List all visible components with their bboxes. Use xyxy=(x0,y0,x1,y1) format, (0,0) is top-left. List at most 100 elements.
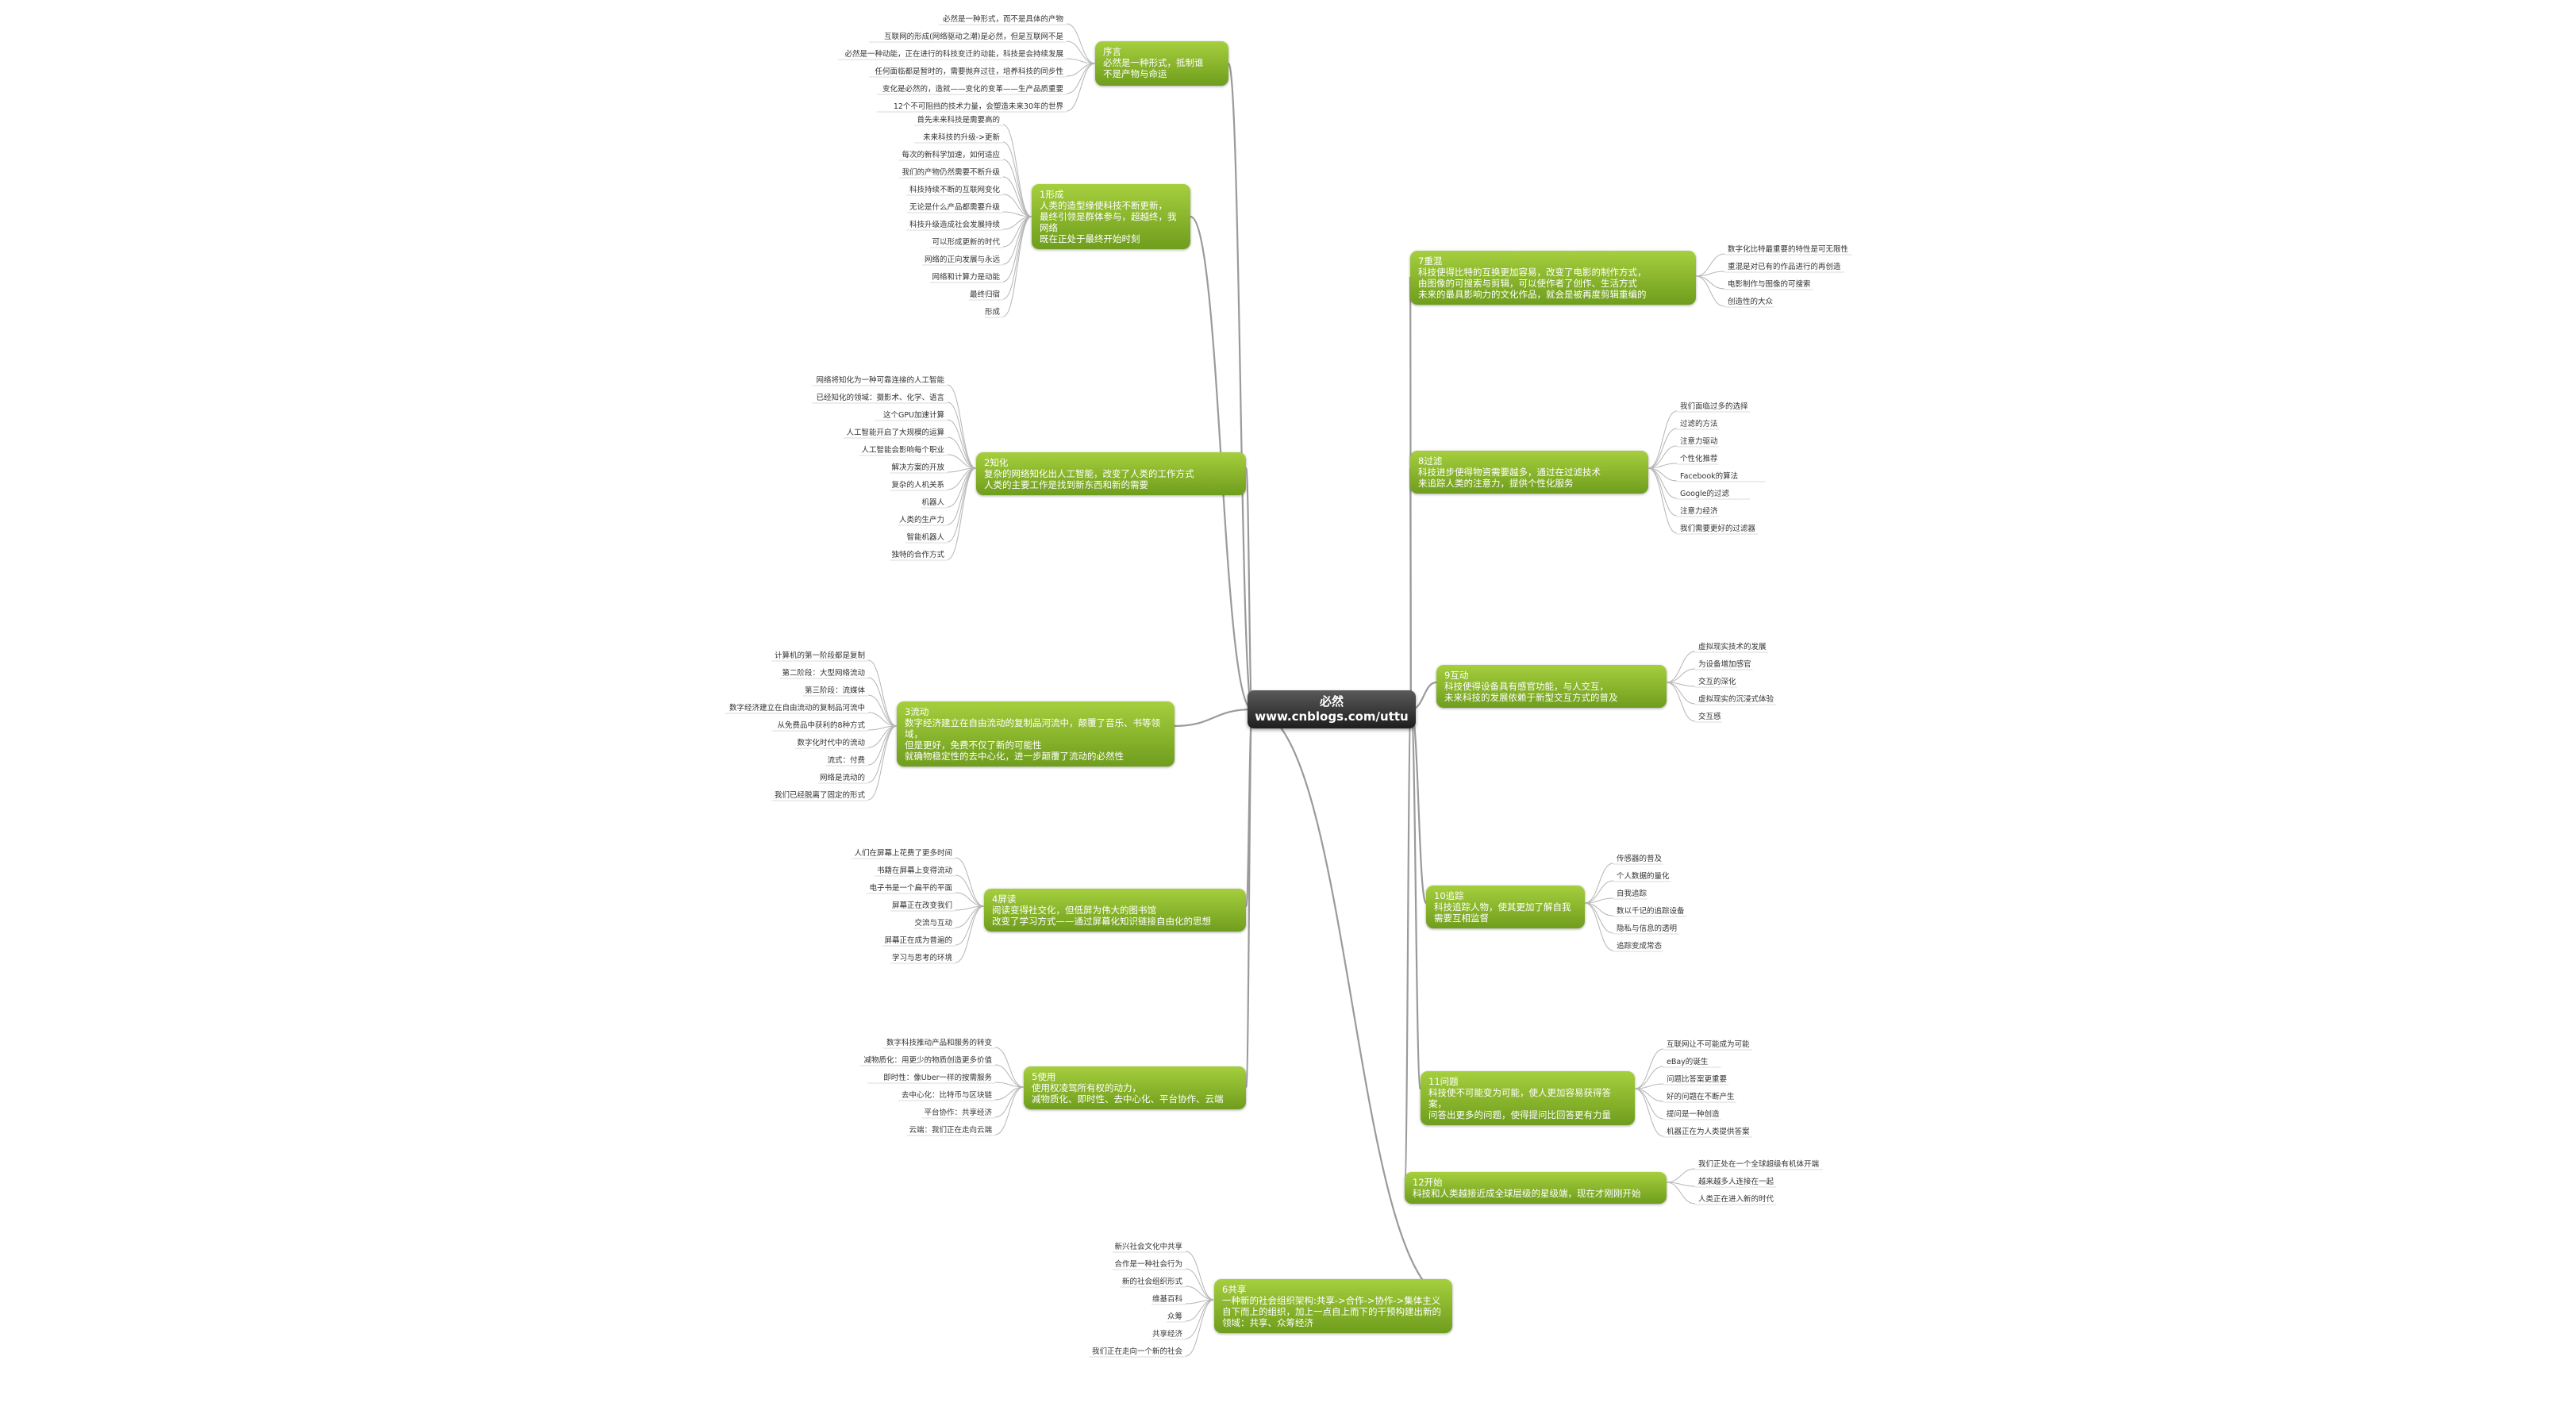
leaf-filtering[interactable]: 我们面临过多的选择 xyxy=(1680,402,1748,411)
central-topic[interactable]: 必然 www.cnblogs.com/uttu xyxy=(1248,690,1416,728)
leaf-interacting[interactable]: 交互感 xyxy=(1698,713,1721,721)
leaf-becoming[interactable]: 科技持续不断的互联网变化 xyxy=(909,186,1000,194)
leaf-becoming[interactable]: 未来科技的升级->更新 xyxy=(923,133,1000,142)
leaf-filtering[interactable]: Google的过滤 xyxy=(1680,490,1730,498)
topic-accessing[interactable]: 5使用使用权凌驾所有权的动力，减物质化、即时性、去中心化、平台协作、云端 xyxy=(1024,1066,1246,1109)
leaf-preface[interactable]: 任何面临都是暂时的，需要抛弃过往，培养科技的同步性 xyxy=(875,67,1063,76)
leaf-tracking[interactable]: 传感器的普及 xyxy=(1617,855,1663,863)
leaf-cognifying[interactable]: 人工智能开启了大规模的运算 xyxy=(846,428,944,437)
leaf-becoming[interactable]: 网络和计算力是动能 xyxy=(932,273,1000,282)
leaf-remixing[interactable]: 创造性的大众 xyxy=(1728,298,1774,306)
leaf-becoming[interactable]: 无论是什么产品都需要升级 xyxy=(909,203,1000,212)
leaf-accessing[interactable]: 平台协作：共享经济 xyxy=(924,1109,992,1117)
leaf-questioning[interactable]: 好的问题在不断产生 xyxy=(1667,1093,1735,1101)
leaf-becoming[interactable]: 科技升级造成社会发展持续 xyxy=(909,221,1000,229)
leaf-sharing[interactable]: 合作是一种社会行为 xyxy=(1114,1260,1182,1269)
leaf-flowing[interactable]: 网络是流动的 xyxy=(819,774,865,782)
leaf-questioning[interactable]: 机器正在为人类提供答案 xyxy=(1667,1128,1750,1136)
leaf-remixing[interactable]: 重混是对已有的作品进行的再创造 xyxy=(1728,263,1841,271)
topic-sharing[interactable]: 6共享一种新的社会组织架构:共享->合作->协作->集体主义自下而上的组织，加上… xyxy=(1214,1279,1452,1333)
leaf-cognifying[interactable]: 解决方案的开放 xyxy=(891,463,944,472)
leaf-cognifying[interactable]: 独特的合作方式 xyxy=(891,551,944,559)
leaf-screening[interactable]: 书籍在屏幕上变得流动 xyxy=(876,866,952,875)
leaf-becoming[interactable]: 首先未来科技是需要高的 xyxy=(917,116,1000,125)
leaf-cognifying[interactable]: 机器人 xyxy=(921,498,944,507)
leaf-interacting[interactable]: 为设备增加感官 xyxy=(1698,660,1751,669)
leaf-flowing[interactable]: 数字化时代中的流动 xyxy=(797,739,865,747)
topic-interacting[interactable]: 9互动科技使得设备具有感官功能，与人交互，未来科技的发展依赖于新型交互方式的普及 xyxy=(1436,665,1667,708)
leaf-filtering[interactable]: 我们需要更好的过滤器 xyxy=(1680,524,1756,533)
leaf-screening[interactable]: 交流与互动 xyxy=(914,919,952,928)
leaf-flowing[interactable]: 第三阶段：流媒体 xyxy=(804,686,865,695)
leaf-beginning[interactable]: 人类正在进入新的时代 xyxy=(1698,1195,1774,1204)
leaf-preface[interactable]: 必然是一种形式，而不是具体的产物 xyxy=(942,15,1063,24)
leaf-questioning[interactable]: 互联网让不可能成为可能 xyxy=(1667,1040,1750,1049)
leaf-flowing[interactable]: 第二阶段：大型网络流动 xyxy=(782,669,865,678)
leaf-screening[interactable]: 人们在屏幕上花费了更多时间 xyxy=(854,849,952,858)
topic-flowing[interactable]: 3流动数字经济建立在自由流动的复制品河流中，颠覆了音乐、书等领域，但是更好，免费… xyxy=(897,701,1175,767)
leaf-tracking[interactable]: 追踪变成常态 xyxy=(1617,942,1663,951)
topic-preface[interactable]: 序言必然是一种形式，抵制谁不是产物与命运 xyxy=(1095,41,1228,86)
leaf-flowing[interactable]: 计算机的第一阶段都是复制 xyxy=(774,651,865,660)
topic-questioning[interactable]: 11问题科技使不可能变为可能，使人更加容易获得答案，问答出更多的问题，使得提问比… xyxy=(1421,1071,1635,1125)
topic-screening[interactable]: 4屏读阅读变得社交化，但低屏为伟大的图书馆改变了学习方式——通过屏幕化知识链接自… xyxy=(984,889,1246,932)
leaf-questioning[interactable]: eBay的诞生 xyxy=(1667,1058,1709,1066)
leaf-remixing[interactable]: 电影制作与图像的可搜索 xyxy=(1728,280,1811,289)
leaf-flowing[interactable]: 流式：付费 xyxy=(827,756,865,765)
leaf-accessing[interactable]: 即时性：像Uber一样的按需服务 xyxy=(883,1074,992,1082)
leaf-screening[interactable]: 电子书是一个扁平的平面 xyxy=(869,884,952,893)
leaf-cognifying[interactable]: 人工智能会影响每个职业 xyxy=(861,446,944,455)
leaf-remixing[interactable]: 数字化比特最重要的特性是可无限性 xyxy=(1728,245,1849,254)
topic-remixing[interactable]: 7重混科技使得比特的互换更加容易，改变了电影的制作方式，由图像的可搜索与剪辑，可… xyxy=(1410,251,1696,305)
leaf-flowing[interactable]: 数字经济建立在自由流动的复制品河流中 xyxy=(729,704,865,713)
leaf-sharing[interactable]: 维基百科 xyxy=(1152,1295,1182,1304)
leaf-sharing[interactable]: 众筹 xyxy=(1167,1312,1182,1321)
leaf-sharing[interactable]: 我们正在走向一个新的社会 xyxy=(1091,1347,1182,1356)
topic-beginning[interactable]: 12开始科技和人类越接近成全球层级的星级端，现在才刚刚开始 xyxy=(1405,1172,1667,1204)
leaf-flowing[interactable]: 我们已经脱离了固定的形式 xyxy=(774,791,865,800)
leaf-sharing[interactable]: 新的社会组织形式 xyxy=(1121,1278,1182,1286)
topic-tracking[interactable]: 10追踪科技追踪人物，使其更加了解自我需要互相监督 xyxy=(1426,886,1585,928)
topic-filtering[interactable]: 8过滤科技进步使得物资需要越多，通过在过滤技术来追踪人类的注意力，提供个性化服务 xyxy=(1410,451,1648,494)
leaf-filtering[interactable]: Facebook的算法 xyxy=(1680,472,1739,481)
leaf-accessing[interactable]: 云端：我们正在走向云端 xyxy=(909,1126,992,1135)
leaf-preface[interactable]: 变化是必然的，造就——变化的变革——生产品质重要 xyxy=(882,85,1063,94)
leaf-tracking[interactable]: 隐私与信息的透明 xyxy=(1617,924,1678,933)
leaf-cognifying[interactable]: 人类的生产力 xyxy=(898,516,944,524)
leaf-becoming[interactable]: 最终归宿 xyxy=(969,290,1000,299)
leaf-questioning[interactable]: 问题比答案更重要 xyxy=(1667,1075,1728,1084)
leaf-becoming[interactable]: 形成 xyxy=(984,308,1000,317)
leaf-becoming[interactable]: 我们的产物仍然需要不断升级 xyxy=(902,168,1000,177)
leaf-becoming[interactable]: 可以形成更新的时代 xyxy=(932,238,1000,247)
leaf-accessing[interactable]: 数字科技推动产品和服务的转变 xyxy=(886,1039,992,1047)
leaf-tracking[interactable]: 个人数据的量化 xyxy=(1617,872,1670,881)
leaf-cognifying[interactable]: 这个GPU加速计算 xyxy=(882,411,944,420)
leaf-beginning[interactable]: 我们正处在一个全球超级有机体开端 xyxy=(1698,1160,1820,1169)
leaf-cognifying[interactable]: 已经知化的领域：摄影术、化学、语言 xyxy=(816,394,944,402)
leaf-screening[interactable]: 学习与思考的环境 xyxy=(891,954,952,963)
leaf-flowing[interactable]: 从免费品中获利的8种方式 xyxy=(777,721,865,730)
leaf-screening[interactable]: 屏幕正在改变我们 xyxy=(891,901,952,910)
topic-cognifying[interactable]: 2知化复杂的网络知化出人工智能，改变了人类的工作方式人类的主要工作是找到新东西和… xyxy=(976,452,1246,495)
leaf-filtering[interactable]: 个性化推荐 xyxy=(1680,455,1718,463)
leaf-screening[interactable]: 屏幕正在成为普遍的 xyxy=(884,936,952,945)
leaf-interacting[interactable]: 交互的深化 xyxy=(1698,678,1736,686)
leaf-interacting[interactable]: 虚拟现实的沉浸式体验 xyxy=(1698,695,1774,704)
leaf-cognifying[interactable]: 智能机器人 xyxy=(906,533,944,542)
leaf-questioning[interactable]: 提问是一种创造 xyxy=(1667,1110,1720,1119)
leaf-becoming[interactable]: 网络的正向发展与永远 xyxy=(924,256,1000,264)
leaf-preface[interactable]: 12个不可阻挡的技术力量，会塑造未来30年的世界 xyxy=(893,102,1063,111)
leaf-sharing[interactable]: 新兴社会文化中共享 xyxy=(1114,1243,1182,1251)
leaf-tracking[interactable]: 自我追踪 xyxy=(1617,890,1647,898)
leaf-cognifying[interactable]: 复杂的人机关系 xyxy=(891,481,944,490)
topic-becoming[interactable]: 1形成人类的造型缘使科技不断更新，最终引领是群体参与，超越终，我网络既在正处于最… xyxy=(1032,184,1190,249)
leaf-filtering[interactable]: 注意力经济 xyxy=(1680,507,1718,516)
leaf-preface[interactable]: 必然是一种动能，正在进行的科技变迁的动能，科技是会持续发展 xyxy=(844,50,1063,59)
leaf-beginning[interactable]: 越来越多人连接在一起 xyxy=(1698,1178,1774,1186)
leaf-filtering[interactable]: 注意力驱动 xyxy=(1680,437,1718,446)
leaf-preface[interactable]: 互联网的形成(网络驱动之潮)是必然，但是互联网不是 xyxy=(884,33,1063,41)
leaf-becoming[interactable]: 每次的新科学加速，如何适应 xyxy=(902,151,1000,159)
leaf-cognifying[interactable]: 网络将知化为一种可靠连接的人工智能 xyxy=(816,376,944,385)
leaf-tracking[interactable]: 数以千记的追踪设备 xyxy=(1617,907,1685,916)
leaf-accessing[interactable]: 减物质化：用更少的物质创造更多价值 xyxy=(863,1056,992,1065)
